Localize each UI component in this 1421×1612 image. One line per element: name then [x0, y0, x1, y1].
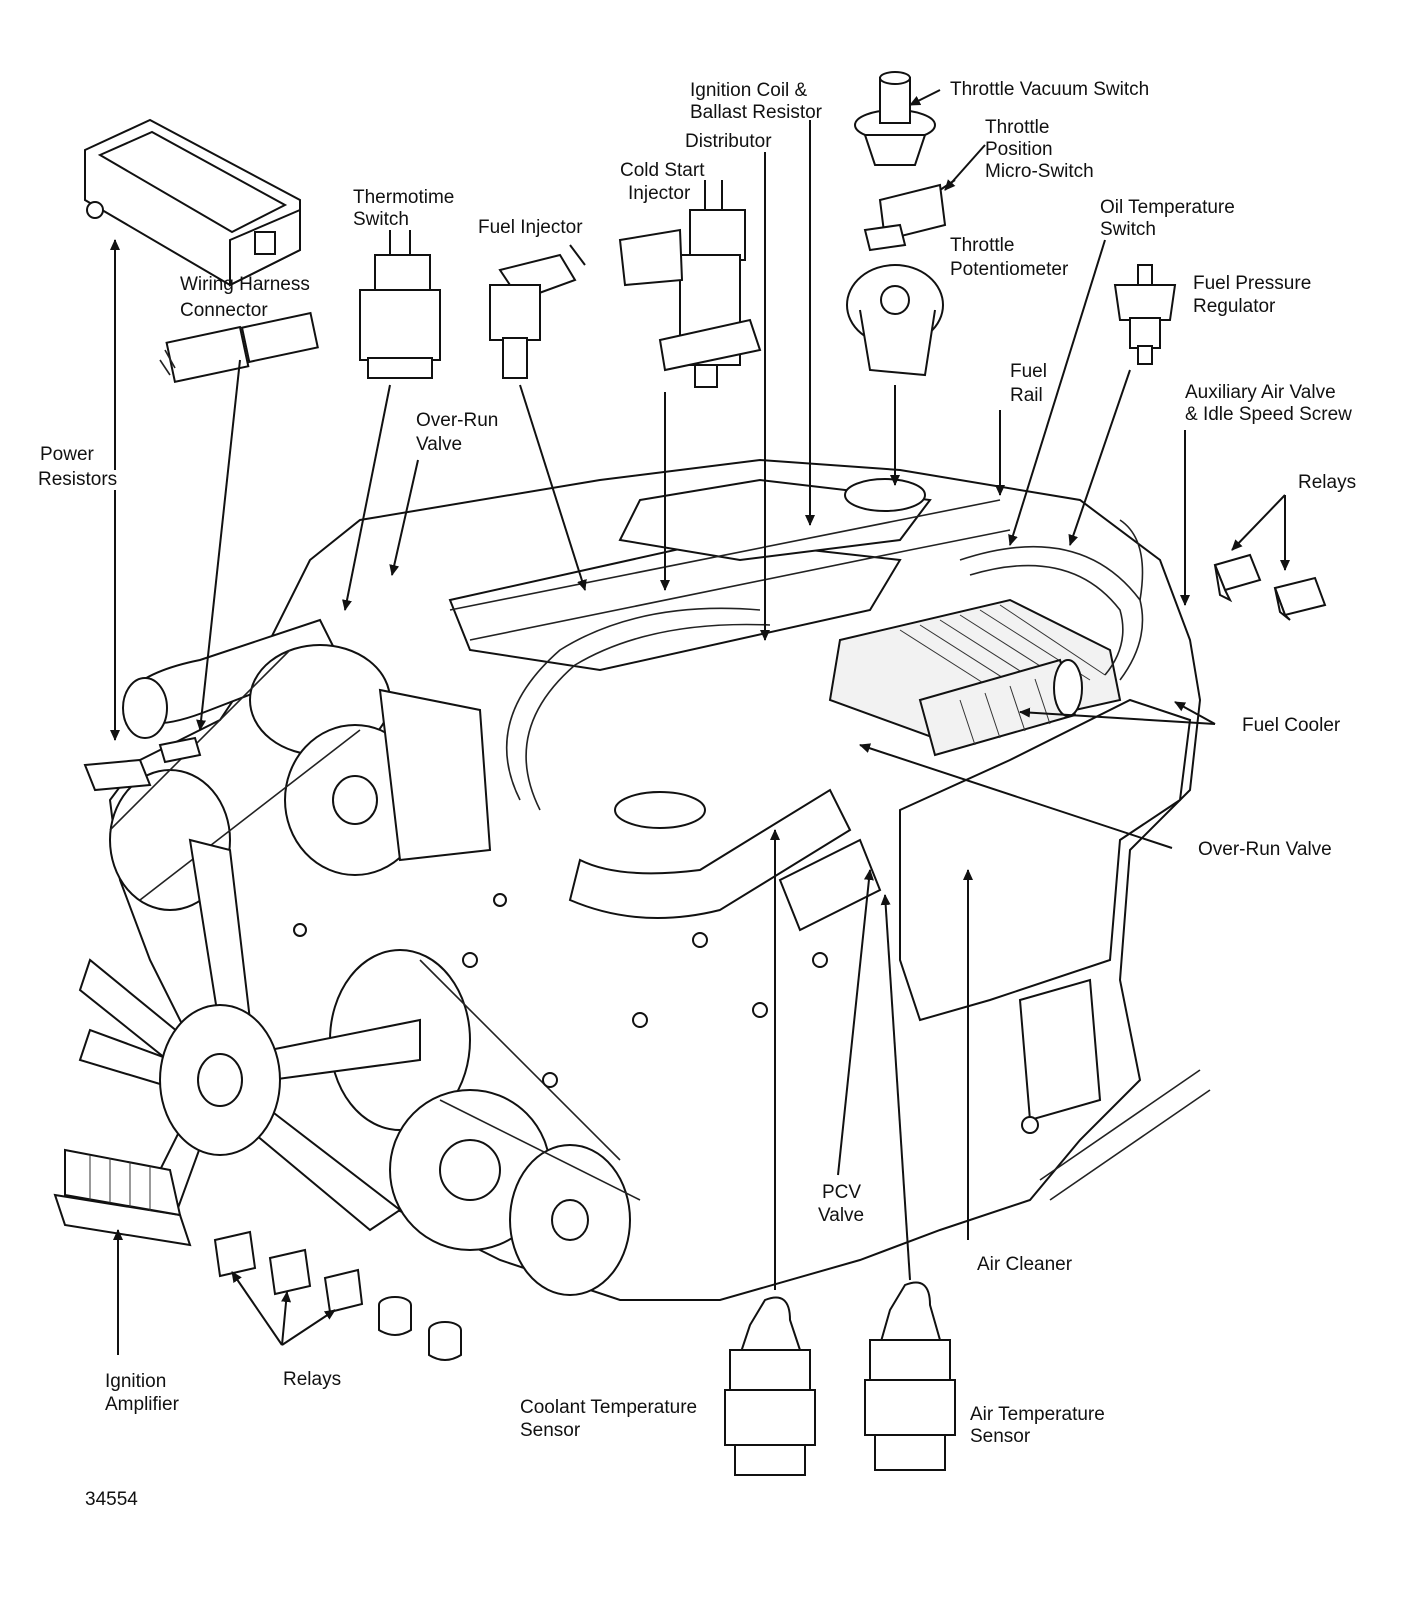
figure-number: 34554 — [85, 1489, 138, 1510]
label-cold-start-2: Injector — [628, 183, 691, 204]
wiring-harness-connector-icon — [159, 311, 319, 384]
throttle-micro-switch-icon — [863, 179, 956, 252]
labels: Ignition Coil & Ballast Resistor Distrib… — [38, 79, 1356, 1510]
label-air-temperature-2: Sensor — [970, 1426, 1031, 1447]
label-throttle-potentiometer-1: Throttle — [950, 235, 1014, 256]
connector-stub-icons — [83, 736, 202, 792]
label-relays-bottom: Relays — [283, 1369, 341, 1390]
label-throttle-position-1: Throttle — [985, 117, 1049, 138]
label-fuel-cooler: Fuel Cooler — [1242, 715, 1341, 736]
label-wiring-harness-2: Connector — [180, 300, 268, 321]
relay-icon-top-1 — [1213, 553, 1262, 603]
label-fuel-pressure-2: Regulator — [1193, 296, 1276, 317]
engine-illustration — [78, 458, 1211, 1301]
label-throttle-vacuum-switch: Throttle Vacuum Switch — [950, 79, 1149, 100]
label-cold-start-1: Cold Start — [620, 160, 705, 181]
label-over-run-valve-top-2: Valve — [416, 434, 462, 455]
throttle-potentiometer-icon — [846, 264, 944, 377]
relay-icon-top-2 — [1273, 576, 1327, 621]
label-ignition-coil-2: Ballast Resistor — [690, 102, 823, 123]
label-distributor: Distributor — [685, 131, 772, 152]
relay-icon-bottom-2 — [268, 1248, 312, 1296]
label-ignition-amplifier-1: Ignition — [105, 1371, 166, 1392]
relay-socket-icon-1 — [378, 1296, 412, 1336]
label-power-resistors-2: Resistors — [38, 469, 117, 490]
label-aux-air-valve-2: & Idle Speed Screw — [1185, 404, 1352, 425]
label-ignition-amplifier-2: Amplifier — [105, 1394, 180, 1415]
throttle-vacuum-switch-icon — [854, 71, 936, 166]
label-pcv-1: PCV — [822, 1182, 861, 1203]
air-temperature-sensor-icon — [864, 1281, 956, 1471]
fuel-injector-icon — [489, 244, 586, 379]
label-ignition-coil-1: Ignition Coil & — [690, 80, 808, 101]
relay-icon-bottom-1 — [213, 1230, 257, 1278]
label-over-run-valve-top-1: Over-Run — [416, 410, 498, 431]
label-fuel-pressure-1: Fuel Pressure — [1193, 273, 1311, 294]
label-pcv-2: Valve — [818, 1205, 864, 1226]
label-coolant-temperature-2: Sensor — [520, 1420, 581, 1441]
label-fuel-injector: Fuel Injector — [478, 217, 583, 238]
leader-lines — [110, 89, 1290, 1355]
relay-socket-icon-2 — [428, 1321, 462, 1361]
label-coolant-temperature-1: Coolant Temperature — [520, 1397, 697, 1418]
cold-start-injector-icon — [618, 180, 762, 388]
label-fuel-rail-2: Rail — [1010, 385, 1043, 406]
label-oil-temperature-1: Oil Temperature — [1100, 197, 1235, 218]
label-relays-top: Relays — [1298, 472, 1356, 493]
label-air-temperature-1: Air Temperature — [970, 1404, 1105, 1425]
label-power-resistors-1: Power — [40, 444, 95, 465]
label-thermotime-1: Thermotime — [353, 187, 454, 208]
label-air-cleaner: Air Cleaner — [977, 1254, 1073, 1275]
label-aux-air-valve-1: Auxiliary Air Valve — [1185, 382, 1336, 403]
relay-icon-bottom-3 — [323, 1268, 364, 1314]
thermotime-switch-icon — [359, 230, 441, 379]
fuel-pressure-regulator-icon — [1113, 264, 1177, 365]
power-resistors-icon — [84, 118, 301, 287]
coolant-temperature-sensor-icon — [724, 1296, 816, 1476]
label-throttle-position-3: Micro-Switch — [985, 161, 1094, 182]
ignition-amplifier-icon — [53, 1148, 192, 1247]
label-oil-temperature-2: Switch — [1100, 219, 1156, 240]
label-fuel-rail-1: Fuel — [1010, 361, 1047, 382]
label-over-run-valve-right: Over-Run Valve — [1198, 839, 1332, 860]
label-thermotime-2: Switch — [353, 209, 409, 230]
label-throttle-position-2: Position — [985, 139, 1053, 160]
label-throttle-potentiometer-2: Potentiometer — [950, 259, 1069, 280]
label-wiring-harness-1: Wiring Harness — [180, 274, 310, 295]
